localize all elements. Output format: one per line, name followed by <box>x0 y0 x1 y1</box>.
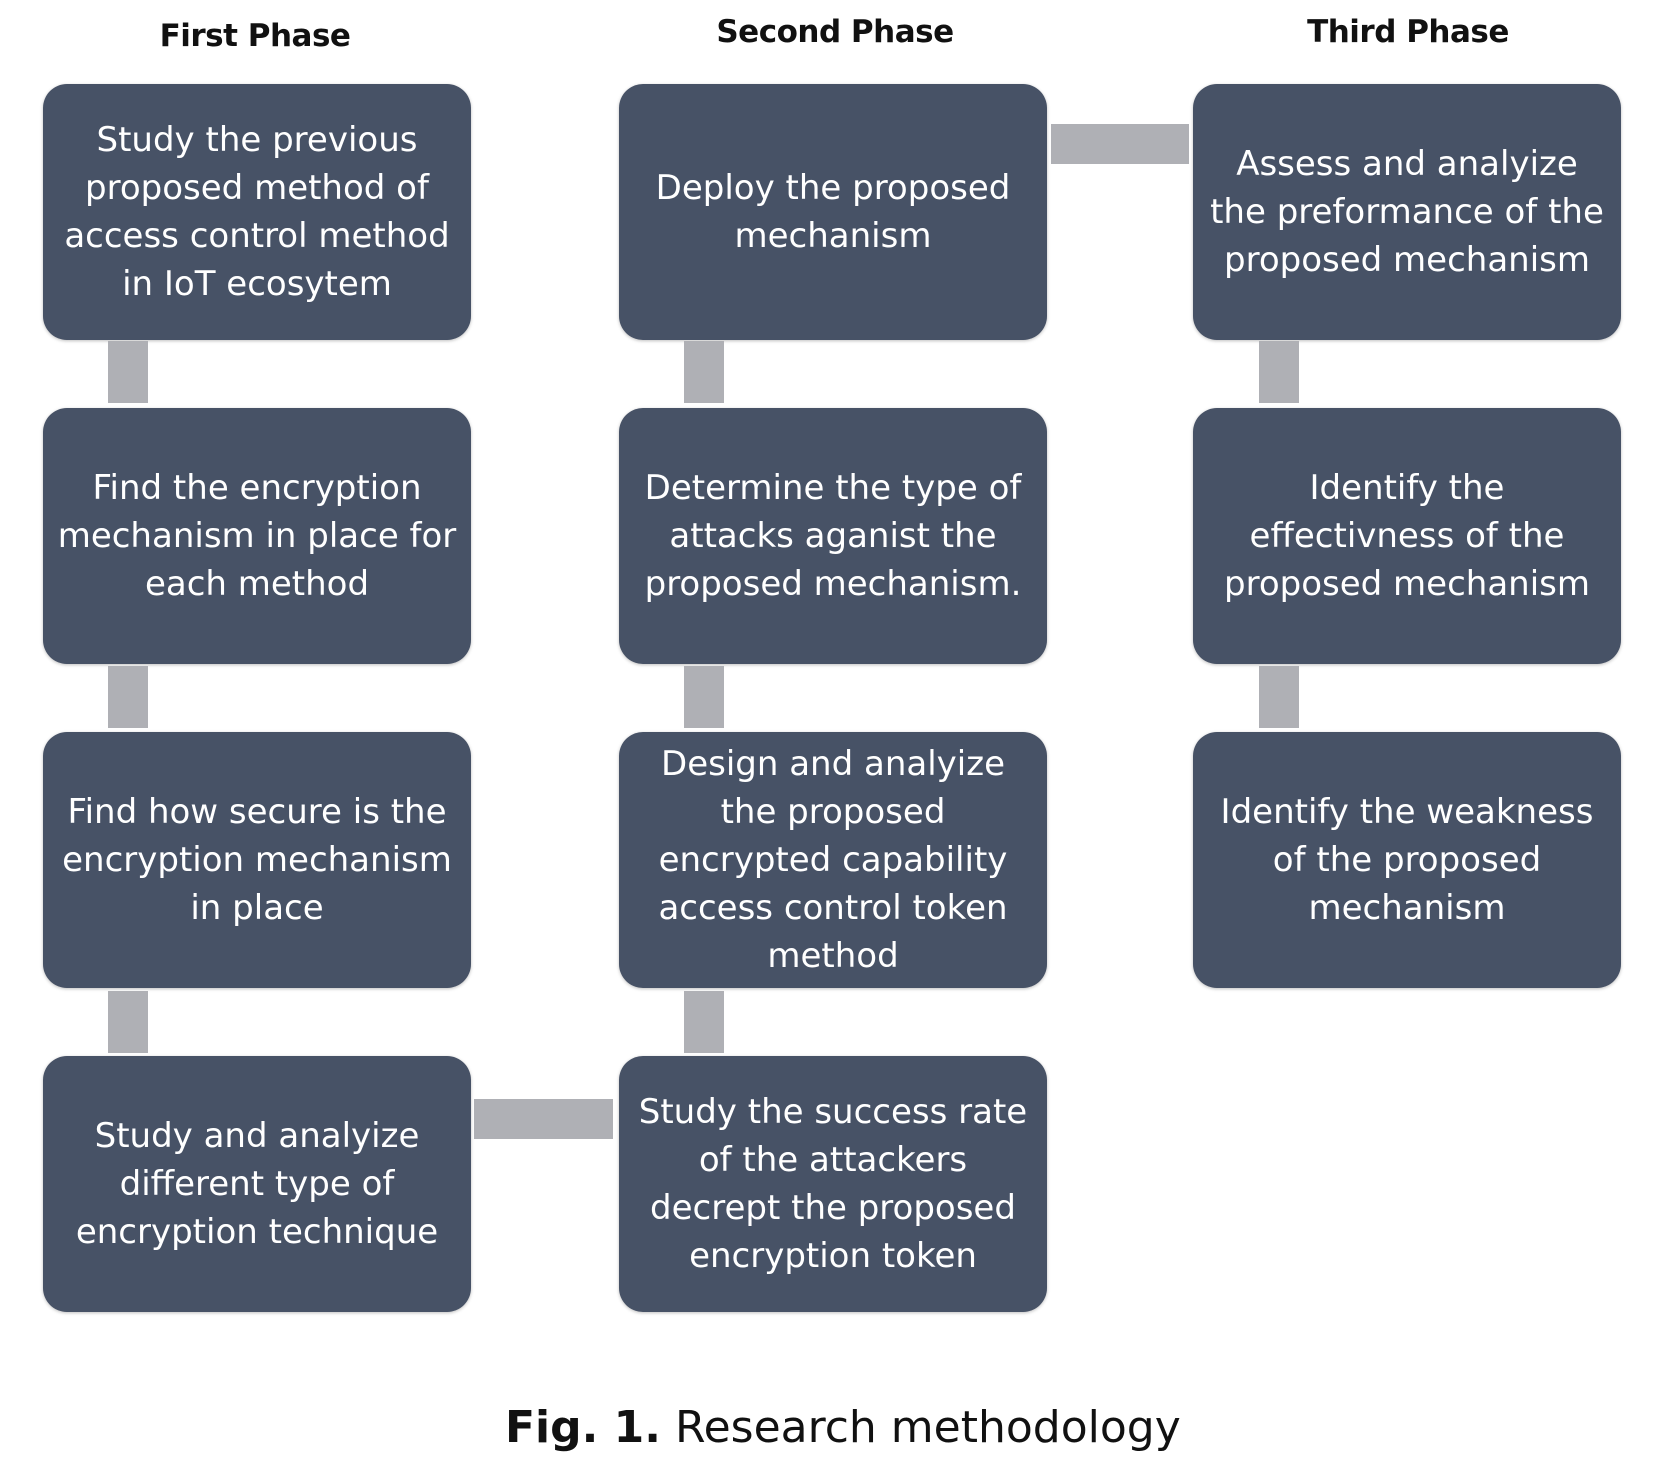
step-text: Identify the effectivness of the propose… <box>1224 468 1590 604</box>
phase-title-first: First Phase <box>159 18 351 54</box>
step-text: Study the success rate of the attackers … <box>638 1092 1028 1276</box>
connector-horizontal <box>474 1099 613 1139</box>
connector-vertical <box>108 666 148 728</box>
step-box: Study the success rate of the attackers … <box>619 1056 1047 1312</box>
step-box: Find how secure is the encryption mechan… <box>43 732 471 988</box>
step-text: Design and analyize the proposed encrypt… <box>658 744 1008 976</box>
step-text: Deploy the proposed mechanism <box>655 168 1011 256</box>
step-box: Design and analyize the proposed encrypt… <box>619 732 1047 988</box>
step-text: Determine the type of attacks aganist th… <box>644 468 1022 604</box>
caption-label: Fig. 1. <box>505 1402 661 1453</box>
step-box: Identify the weakness of the proposed me… <box>1193 732 1621 988</box>
caption-text: Research methodology <box>661 1402 1181 1453</box>
step-text: Identify the weakness of the proposed me… <box>1220 792 1594 928</box>
connector-vertical <box>108 341 148 403</box>
step-box: Identify the effectivness of the propose… <box>1193 408 1621 664</box>
step-box: Deploy the proposed mechanism <box>619 84 1047 340</box>
connector-vertical <box>108 991 148 1053</box>
step-box: Study and analyize different type of enc… <box>43 1056 471 1312</box>
connector-vertical <box>684 341 724 403</box>
step-text: Find the encryption mechanism in place f… <box>57 468 457 604</box>
step-text: Find how secure is the encryption mechan… <box>62 792 452 928</box>
connector-vertical <box>684 666 724 728</box>
connector-vertical <box>684 991 724 1053</box>
connector-horizontal <box>1051 124 1189 164</box>
step-text: Study the previous proposed method of ac… <box>64 120 450 304</box>
step-text: Assess and analyize the preformance of t… <box>1210 144 1604 280</box>
step-text: Study and analyize different type of enc… <box>75 1116 439 1252</box>
phase-title-third: Third Phase <box>1307 14 1509 50</box>
connector-vertical <box>1259 666 1299 728</box>
step-box: Assess and analyize the preformance of t… <box>1193 84 1621 340</box>
step-box: Determine the type of attacks aganist th… <box>619 408 1047 664</box>
step-box: Study the previous proposed method of ac… <box>43 84 471 340</box>
step-box: Find the encryption mechanism in place f… <box>43 408 471 664</box>
phase-title-second: Second Phase <box>716 14 954 50</box>
connector-vertical <box>1259 341 1299 403</box>
